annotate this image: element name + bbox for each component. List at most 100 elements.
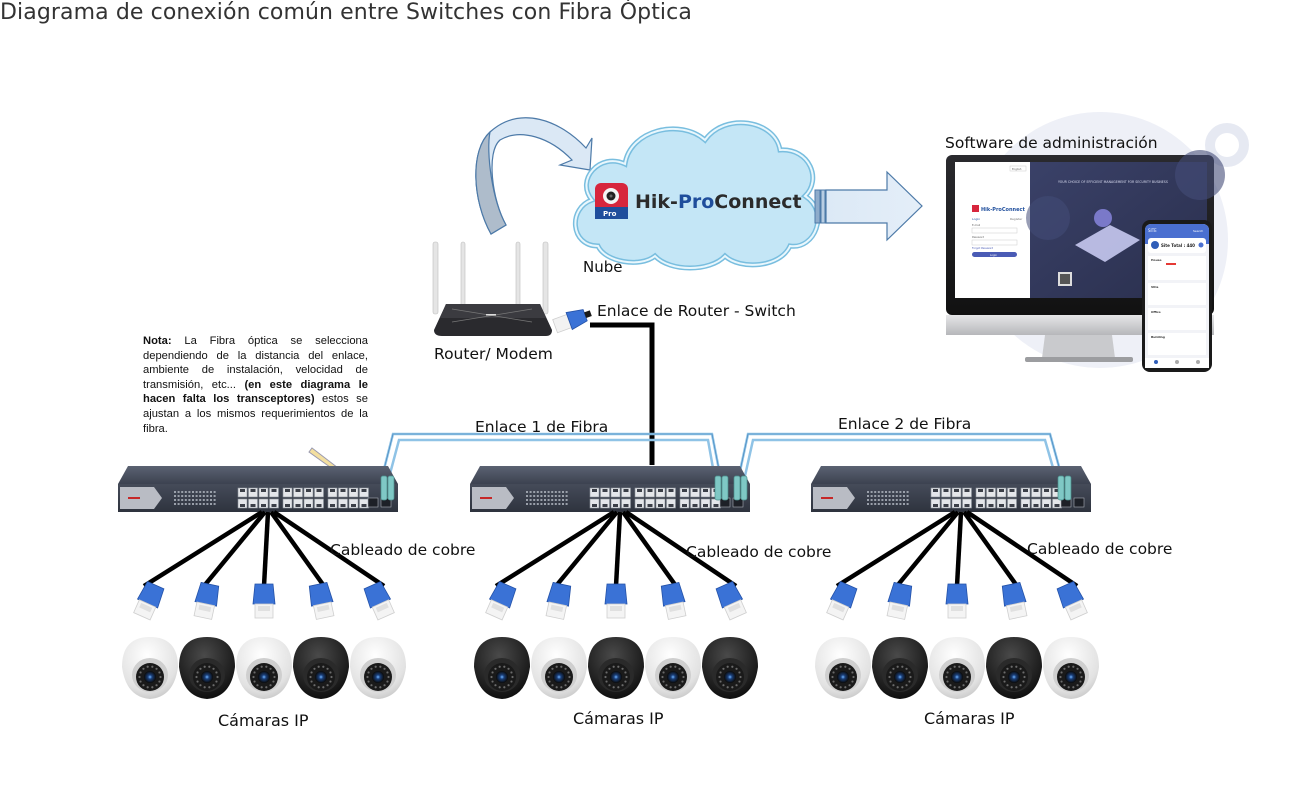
cloud-brand: Hik-ProConnect [635, 191, 802, 213]
fiber-link-2 [735, 432, 1066, 486]
ethernet-port [293, 487, 303, 498]
login-brand: Hik-ProConnect [981, 207, 1025, 213]
router-label: Router/ Modem [434, 345, 553, 363]
ethernet-port [237, 487, 248, 498]
rj45-connector-icon [886, 581, 913, 620]
hikvision-logo-icon [480, 497, 492, 499]
rj45-connector-icon [604, 583, 628, 619]
ethernet-port [930, 498, 941, 509]
ethernet-port [348, 487, 359, 498]
camera-lens [496, 671, 508, 683]
ethernet-port [621, 498, 631, 509]
smartphone-icon [1142, 220, 1212, 372]
white-dome-camera-icon [1043, 637, 1099, 699]
router-switch-cable [590, 322, 655, 465]
ethernet-port [962, 498, 972, 509]
phone-site-item[interactable]: House [1151, 258, 1162, 262]
copper-cable [269, 510, 326, 588]
network-switch-icon [470, 466, 750, 512]
phone-site-item[interactable]: Villa [1151, 285, 1158, 289]
note-text-2: estos se ajustan a los mismos requerimie… [143, 393, 368, 435]
white-dome-camera-icon [531, 637, 587, 699]
register-tab[interactable]: Register [1010, 217, 1023, 221]
ethernet-port [951, 498, 962, 509]
fiber-link-1-label: Enlace 1 de Fibra [475, 418, 609, 436]
camera-lens [553, 671, 565, 683]
ethernet-port [327, 487, 338, 498]
copper-cable [272, 510, 386, 588]
black-dome-camera-icon [474, 637, 530, 699]
ethernet-port [666, 487, 676, 498]
login-tab[interactable]: Login [972, 217, 980, 221]
camera-lens [951, 671, 963, 683]
black-dome-camera-icon [179, 637, 235, 699]
copper-cable [965, 510, 1079, 588]
hik-proconnect-app-icon: Pro [595, 183, 628, 219]
network-switch-icon [118, 466, 398, 512]
ethernet-port [282, 498, 293, 509]
ethernet-port [1020, 487, 1031, 498]
ethernet-port [303, 487, 314, 498]
admin-software-label: Software de administración [945, 134, 1158, 152]
black-dome-camera-icon [588, 637, 644, 699]
black-dome-camera-icon [702, 637, 758, 699]
camera-group [815, 510, 1099, 699]
login-logo-icon [972, 205, 979, 212]
copper-cabling-label: Cableado de cobre [686, 543, 832, 561]
copper-cable [554, 510, 619, 588]
decorative-ring [1205, 123, 1249, 167]
lc-fiber-connector-icon [1057, 475, 1072, 501]
phone-search[interactable]: Search [1193, 229, 1203, 233]
copper-cable [494, 510, 616, 588]
forgot-password-link[interactable]: Forgot Password [972, 246, 994, 250]
ethernet-port [1031, 498, 1041, 509]
ethernet-port [1007, 498, 1017, 509]
network-switch-icon [811, 466, 1091, 512]
fiber-link-1 [378, 432, 724, 486]
ethernet-port [1041, 487, 1052, 498]
login-button[interactable] [972, 252, 1017, 257]
ethernet-port [941, 487, 951, 498]
ethernet-port [996, 487, 1007, 498]
white-dome-camera-icon [236, 637, 292, 699]
camera-lens [1065, 671, 1077, 683]
ethernet-port [941, 498, 951, 509]
ethernet-port [282, 487, 293, 498]
password-field[interactable] [971, 239, 1018, 246]
rj45-connector-icon [252, 583, 276, 619]
phone-site-item[interactable]: Building [1151, 335, 1165, 339]
ethernet-port [269, 498, 279, 509]
ethernet-port [303, 498, 314, 509]
lc-fiber-connector-icon [714, 475, 729, 501]
ethernet-port [248, 498, 258, 509]
white-dome-camera-icon [815, 637, 871, 699]
rj45-connector-icon [945, 583, 969, 619]
ethernet-port [679, 498, 690, 509]
language-select[interactable] [1009, 165, 1027, 172]
phone-site-item[interactable]: Office [1151, 310, 1161, 314]
ip-cameras-label: Cámaras IP [924, 709, 1015, 728]
dashboard-tagline: YOUR CHOICE OF EFFICIENT MANAGEMENT FOR … [1058, 180, 1168, 184]
ip-cameras-label: Cámaras IP [573, 709, 664, 728]
camera-lens [144, 671, 156, 683]
camera-lens [258, 671, 270, 683]
ethernet-port [610, 487, 621, 498]
ethernet-port [269, 487, 279, 498]
copper-cable [835, 510, 957, 588]
ethernet-port [1020, 498, 1031, 509]
camera-lens [724, 671, 736, 683]
ethernet-port [645, 487, 655, 498]
hikvision-logo-icon [128, 497, 140, 499]
ethernet-port [700, 498, 711, 509]
camera-lens [315, 671, 327, 683]
camera-group [474, 510, 758, 699]
note-text: La Fibra óptica se selecciona dependiend… [143, 335, 368, 391]
fiber-link-2-label: Enlace 2 de Fibra [838, 415, 972, 433]
email-field[interactable] [971, 227, 1018, 234]
copper-cabling-label: Cableado de cobre [330, 541, 476, 559]
ethernet-port [690, 498, 700, 509]
camera-lens [372, 671, 384, 683]
copper-cabling-label: Cableado de cobre [1027, 540, 1173, 558]
svg-text:English: English [1012, 167, 1022, 171]
ethernet-port [655, 498, 666, 509]
